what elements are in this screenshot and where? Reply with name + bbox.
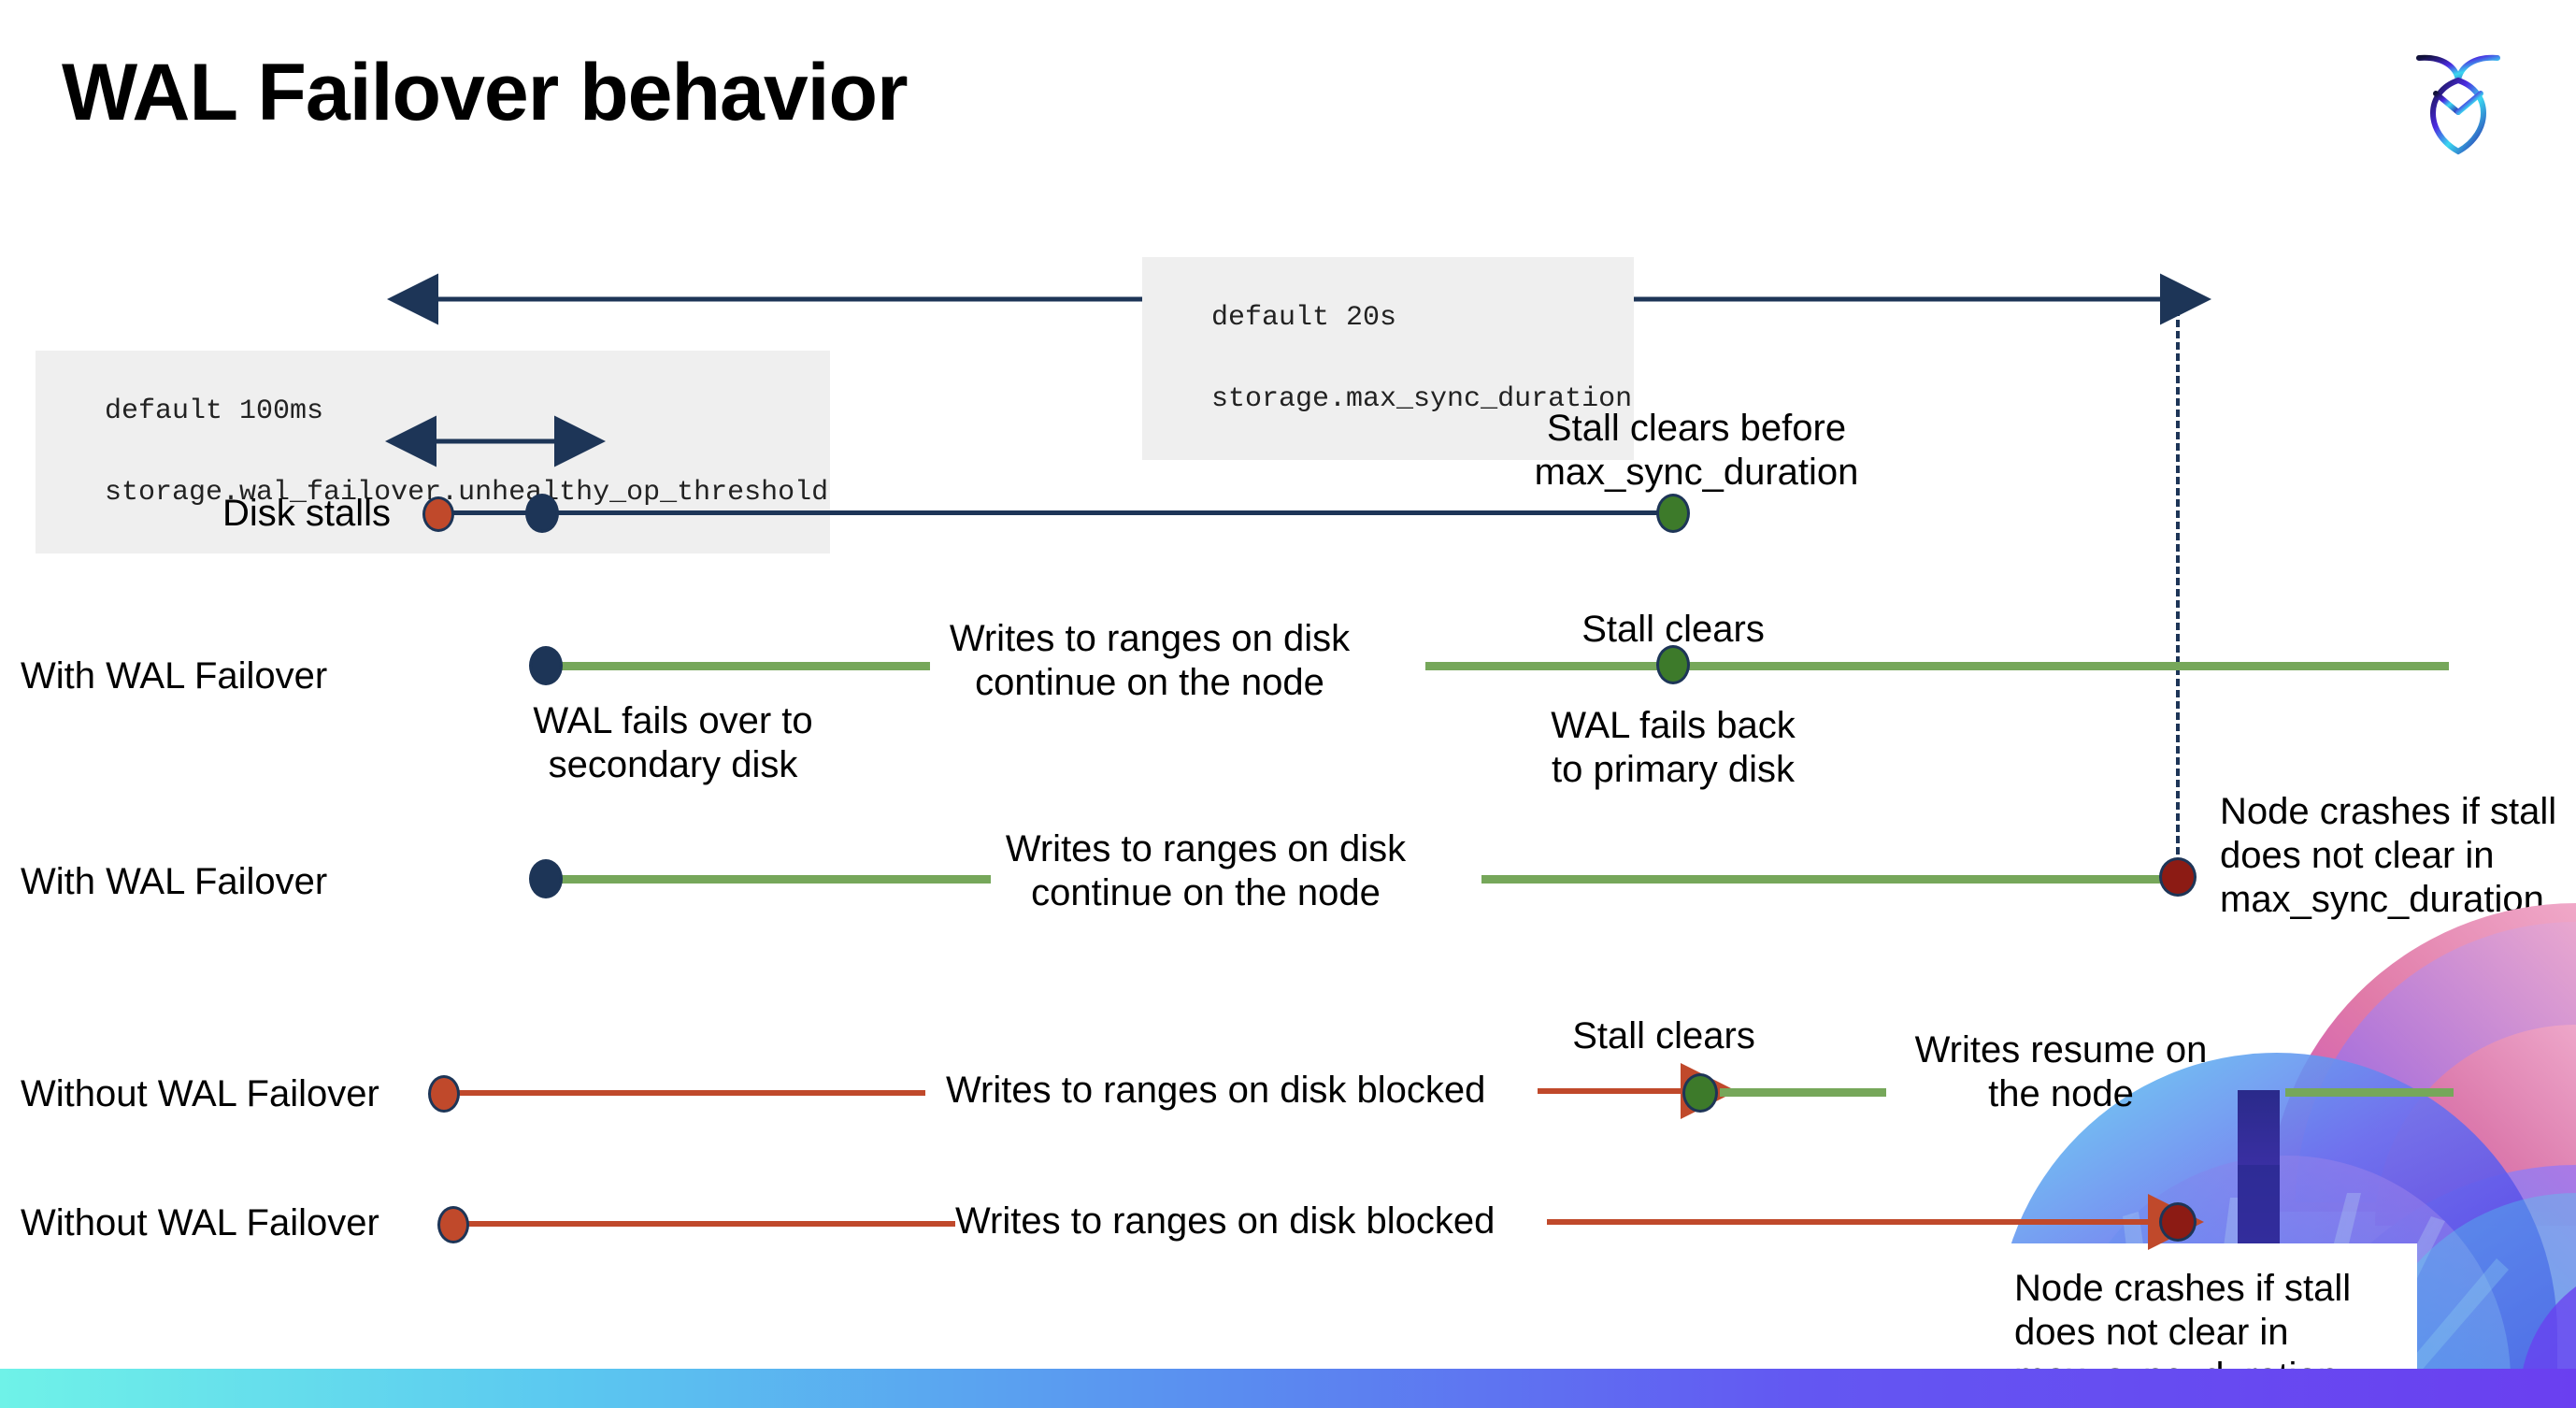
- unhealthy-op-threshold-span-arrow: [385, 415, 606, 467]
- annotation-line: does not clear in: [2014, 1312, 2289, 1354]
- row-label-disk-stalls: Disk stalls: [222, 493, 392, 534]
- wal-failover-start-dot-2: [529, 859, 563, 898]
- annotation-writes-blocked-1: Writes to ranges on disk blocked: [946, 1069, 1525, 1113]
- unhealthy-op-threshold-default: default 100ms: [103, 390, 326, 433]
- annotation-line: WAL fails back: [1551, 705, 1796, 746]
- max-sync-duration-default: default 20s: [1209, 296, 1399, 339]
- row-label-with-wal-failover-2: With WAL Failover: [21, 861, 328, 902]
- annotation-writes-continue-1: Writes to ranges on disk continue on the…: [944, 617, 1355, 705]
- wal-failback-dot: [1656, 645, 1690, 684]
- with-wal-failover-1-segment-b: [1425, 662, 2449, 670]
- node-crash-arrow: [1547, 1194, 2204, 1250]
- annotation-line: Writes resume on: [1914, 1029, 2208, 1070]
- annotation-line: Stall clears: [1581, 609, 1765, 650]
- annotation-writes-blocked-2: Writes to ranges on disk blocked: [955, 1200, 1553, 1243]
- cockroachdb-logo: [2402, 36, 2514, 157]
- with-wal-failover-2-segment-b: [1481, 875, 2178, 884]
- annotation-line: max_sync_duration: [2220, 879, 2544, 921]
- disk-stall-clear-dot: [1656, 494, 1690, 533]
- bottom-gradient-bar: [0, 1369, 2576, 1408]
- with-wal-failover-1-segment-a: [542, 662, 930, 670]
- annotation-line: max_sync_duration: [1534, 452, 1859, 494]
- page-title: WAL Failover behavior: [62, 48, 909, 137]
- annotation-line: to primary disk: [1551, 749, 1796, 791]
- annotation-writes-continue-2: Writes to ranges on disk continue on the…: [1000, 827, 1411, 915]
- disk-stall-start-dot: [422, 496, 454, 532]
- annotation-line: continue on the node: [975, 662, 1324, 704]
- annotation-line: Stall clears: [1572, 1015, 1755, 1056]
- row-label-without-wal-failover-1: Without WAL Failover: [21, 1073, 379, 1114]
- annotation-line: Node crashes if stall: [2014, 1268, 2352, 1309]
- annotation-line: Writes to ranges on disk: [949, 618, 1351, 659]
- annotation-writes-resume: Writes resume on the node: [1879, 1028, 2243, 1116]
- annotation-line: does not clear in: [2220, 835, 2495, 877]
- annotation-line: the node: [1988, 1073, 2134, 1115]
- max-sync-duration-deadline-dashed-line: [2176, 297, 2180, 877]
- annotation-line: Node crashes if stall: [2220, 791, 2557, 832]
- without-wal-failover-2-start-dot: [437, 1206, 469, 1243]
- row-label-without-wal-failover-2: Without WAL Failover: [21, 1202, 379, 1243]
- without-wal-failover-1-resume-segment-b: [2285, 1088, 2454, 1097]
- with-wal-failover-2-segment-a: [542, 875, 991, 884]
- annotation-stall-clears-before: Stall clears before max_sync_duration: [1524, 407, 1869, 495]
- node-crash-dot-1: [2159, 857, 2197, 897]
- wal-failover-start-dot: [529, 646, 563, 685]
- without-wal-failover-1-clear-dot: [1682, 1073, 1718, 1113]
- node-crash-dot-2: [2159, 1202, 2197, 1242]
- annotation-node-crashes-1: Node crashes if stall does not clear in …: [2220, 790, 2575, 923]
- max-sync-duration-setting: storage.max_sync_duration: [1209, 378, 1635, 421]
- annotation-line: secondary disk: [548, 744, 798, 786]
- disk-stalls-timeline: [439, 510, 1675, 515]
- without-wal-failover-1-resume-segment-a: [1720, 1088, 1886, 1097]
- annotation-wal-fails-over: WAL fails over to secondary disk: [477, 699, 869, 787]
- annotation-stall-clears-2: Stall clears: [1496, 1014, 1832, 1058]
- annotation-line: Writes to ranges on disk blocked: [955, 1200, 1496, 1242]
- annotation-line: Writes to ranges on disk blocked: [946, 1070, 1486, 1111]
- without-wal-failover-1-start-dot: [428, 1075, 460, 1113]
- without-wal-failover-1-blocked-segment: [449, 1090, 925, 1096]
- annotation-line: WAL fails over to: [533, 700, 813, 741]
- row-label-with-wal-failover-1: With WAL Failover: [21, 655, 328, 697]
- disk-stall-threshold-dot: [525, 494, 559, 533]
- annotation-line: continue on the node: [1031, 872, 1381, 914]
- annotation-wal-fails-back: WAL fails back to primary disk: [1519, 704, 1827, 792]
- unhealthy-op-threshold-setting: storage.wal_failover.unhealthy_op_thresh…: [103, 471, 831, 514]
- without-wal-failover-2-blocked-segment-a: [460, 1221, 955, 1227]
- annotation-stall-clears-1: Stall clears: [1533, 608, 1813, 652]
- content-mask-left: [0, 935, 1982, 1290]
- annotation-line: Writes to ranges on disk: [1005, 828, 1407, 869]
- stall-clear-arrow-1: [1538, 1063, 1737, 1119]
- content-mask-caption: [1970, 1243, 2417, 1374]
- annotation-line: Stall clears before: [1546, 408, 1847, 449]
- max-sync-duration-code-label: default 20s storage.max_sync_duration: [1142, 257, 1635, 460]
